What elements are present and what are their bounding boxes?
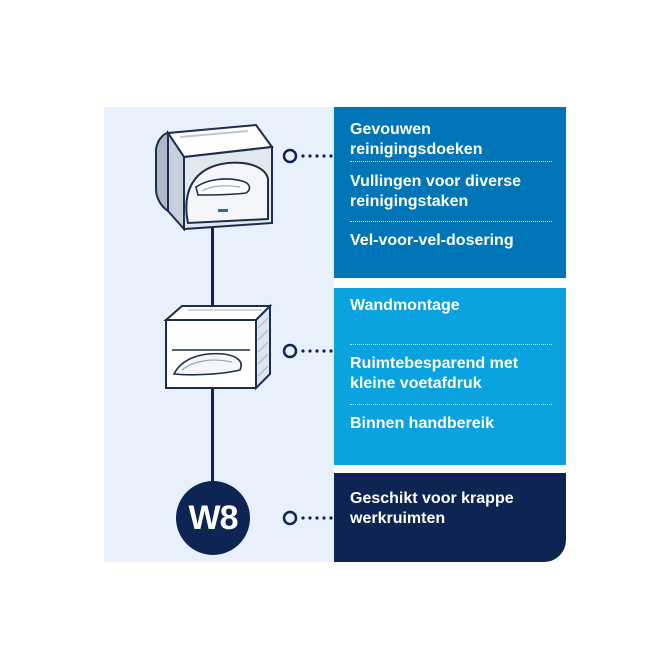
feature-panel-middle: Wandmontage Ruimtebesparend met kleine v… [334,288,566,465]
divider [350,344,552,345]
divider [350,404,552,405]
leader-top [282,148,333,164]
divider [350,221,552,222]
feature-item: Geschikt voor krappe werkruimten [350,490,514,527]
feature-item: Wandmontage [350,297,460,314]
feature-item: Vullingen voor diverse reinigingstaken [350,173,522,210]
feature-panel-top: Gevouwen reinigingsdoeken Vullingen voor… [334,107,566,278]
w8-badge: W8 [176,481,250,555]
dispenser-with-cover-icon [155,123,274,232]
leader-middle [282,343,333,359]
feature-item: Gevouwen reinigingsdoeken [350,121,483,158]
feature-item: Vel-voor-vel-dosering [350,232,514,249]
open-dispenser-icon [163,303,273,391]
feature-item: Ruimtebesparend met kleine voetafdruk [350,355,519,392]
badge-label: W8 [188,498,239,537]
leader-bottom [282,510,333,526]
feature-item: Binnen handbereik [350,415,495,432]
feature-panel-bottom: Geschikt voor krappe werkruimten [334,473,566,562]
divider [350,161,552,162]
